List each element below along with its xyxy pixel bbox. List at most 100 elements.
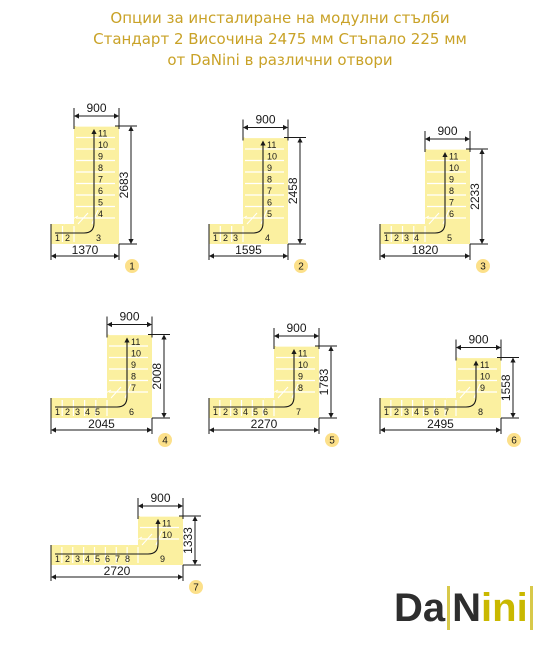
step-number: 10 [162,530,172,540]
walking-line-arrow [260,140,266,146]
step-number: 8 [478,407,483,417]
dimension-arrow [161,413,167,418]
stair-bottom-run [209,398,319,418]
option-badge-number: 5 [329,436,335,447]
step-number: 1 [55,554,60,564]
walking-line-arrow [291,349,297,354]
step-number: 4 [265,233,270,243]
option-badge [158,433,172,447]
option-badge-number: 1 [129,262,135,273]
option-badge [189,580,203,594]
dimension-arrow [425,136,430,142]
step-number: 3 [75,554,80,564]
stair-bottom-run [51,398,152,418]
walking-line [213,145,264,234]
step-number: 5 [424,407,429,417]
walking-line [384,365,477,408]
winder-line [473,383,481,399]
step-number: 11 [267,140,276,150]
step-number: 3 [96,233,101,243]
step-number: 10 [267,152,277,162]
dimension-arrow [465,253,470,259]
step-number: 7 [98,175,103,185]
dimension-arrow [510,413,516,418]
dimension-arrow [51,427,56,433]
winder-line [260,209,268,225]
step-number: 4 [98,209,103,219]
dimension-arrow [314,427,319,433]
dimension-arrow [380,253,385,259]
step-number: 3 [404,407,409,417]
length-dimension-label: 2270 [251,417,278,431]
winder-line [91,209,99,225]
dimension-arrow [297,239,303,244]
step-number: 11 [162,519,171,529]
dimension-arrow [192,516,198,521]
winder-line [127,536,143,546]
dimension-arrow [380,427,385,433]
step-number: 11 [98,129,107,139]
step-number: 2 [223,407,228,417]
winder-line [263,389,279,399]
dimension-arrow [510,357,516,363]
dimension-arrow [283,253,288,259]
dimension-arrow [51,574,56,580]
winder-line [232,215,248,225]
winder-line [141,533,153,546]
dimension-arrow [328,413,334,418]
walking-line [55,342,128,408]
step-number: 1 [384,407,389,417]
step-number: 3 [233,407,238,417]
step-number: 4 [85,554,90,564]
step-number: 6 [105,554,110,564]
step-number: 8 [298,383,303,393]
dimension-arrow [456,344,461,351]
option-badge [476,259,490,273]
height-dimension-label: 2683 [117,171,131,198]
step-number: 2 [65,554,70,564]
title-line-2: Стандарт 2 Височина 2475 мм Стъпало 225 … [93,30,467,48]
step-number: 9 [98,152,103,162]
walking-line-arrow [124,337,130,343]
dimension-arrow [114,253,119,259]
step-number: 8 [125,554,130,564]
step-number: 10 [298,360,308,370]
step-number: 7 [296,407,301,417]
length-dimension-label: 1820 [412,243,439,257]
winder-line [277,386,289,399]
walking-line [55,524,159,555]
winder-line [110,386,122,399]
dimension-arrow [74,113,79,119]
winder-line [428,212,440,225]
width-dimension-label: 900 [86,101,106,115]
step-number: 10 [131,349,141,359]
dimension-arrow [178,574,183,580]
step-number: 3 [233,233,238,243]
length-dimension-label: 2720 [104,564,131,578]
step-number: 11 [480,360,489,370]
step-number: 11 [449,152,458,162]
length-dimension-label: 2045 [88,417,115,431]
winder-line [442,209,450,225]
dimension-arrow [479,149,485,154]
step-number: 9 [480,383,485,393]
winder-line [124,383,132,399]
winder-line [155,530,163,546]
stair-bottom-run [380,398,501,418]
step-number: 9 [449,175,454,185]
dimension-arrow [496,427,501,433]
step-number: 7 [115,554,120,564]
step-number: 1 [384,233,389,243]
width-dimension-label: 900 [286,321,306,335]
step-number: 9 [160,554,165,564]
logo-part-ini: ini [481,586,528,630]
option-badge-number: 2 [298,262,304,273]
step-number: 6 [449,209,454,219]
winder-line [459,386,471,399]
width-dimension-label: 900 [437,124,457,138]
step-number: 6 [263,407,268,417]
dimension-arrow [147,427,152,433]
